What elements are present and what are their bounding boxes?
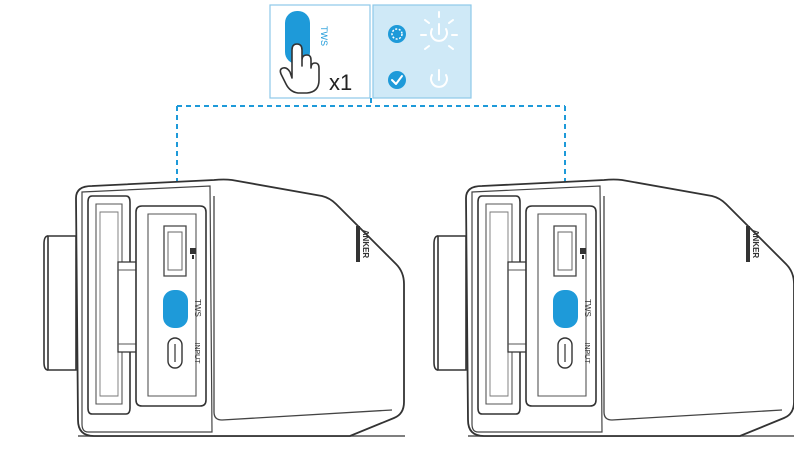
press-instruction-panel: TWS x1 bbox=[269, 4, 371, 99]
speaker-right-brand: ANKER bbox=[751, 230, 760, 259]
speaker-right: TWS INPUT ANKER bbox=[433, 178, 794, 437]
speaker-right-input-label: INPUT bbox=[583, 343, 590, 365]
bassup-icon bbox=[190, 248, 196, 259]
press-count: x1 bbox=[329, 70, 352, 95]
speaker-left: TWS INPUT ANKER bbox=[43, 178, 406, 437]
power-blinking-icon bbox=[420, 11, 458, 50]
check-icon bbox=[388, 71, 406, 89]
status-panel-frame bbox=[372, 4, 472, 99]
spinner-icon bbox=[388, 25, 406, 43]
bassup-icon bbox=[580, 248, 586, 259]
speaker-right-body bbox=[433, 178, 794, 437]
speaker-left-body bbox=[43, 178, 406, 437]
speaker-left-brand: ANKER bbox=[361, 230, 370, 259]
speaker-left-tws-label: TWS bbox=[193, 299, 202, 317]
panel-tws-label: TWS bbox=[319, 26, 329, 46]
power-icon bbox=[430, 69, 448, 88]
speaker-right-tws-label: TWS bbox=[583, 299, 592, 317]
finger-press-icon bbox=[279, 43, 320, 94]
status-panel bbox=[372, 4, 472, 99]
speaker-left-input-label: INPUT bbox=[193, 343, 200, 365]
